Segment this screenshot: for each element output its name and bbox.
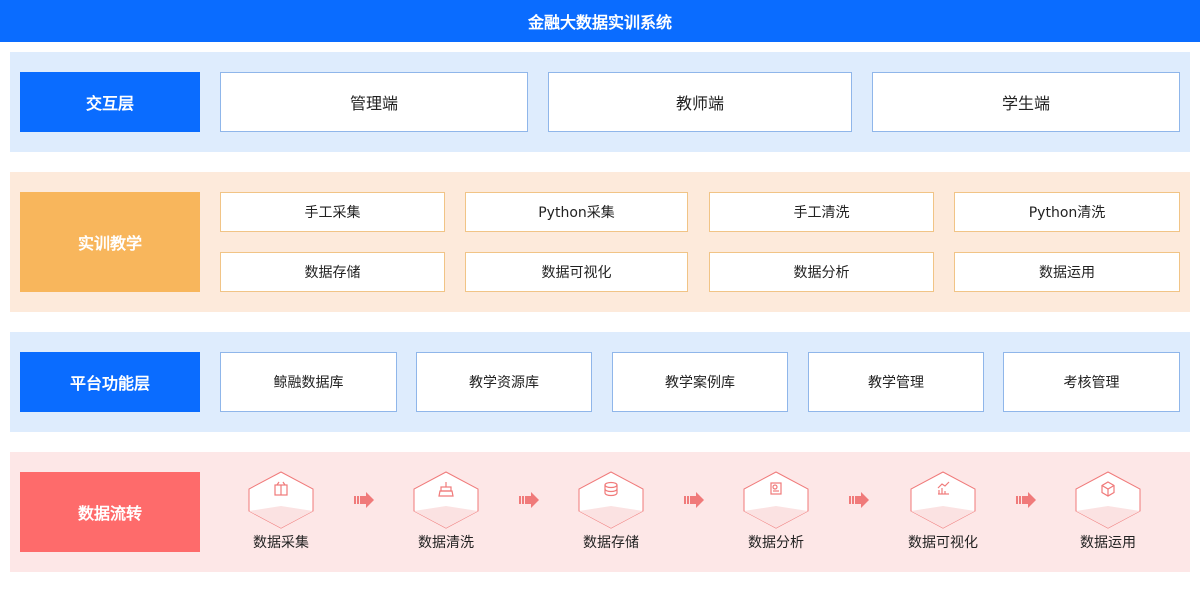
flow-step-label: 数据存储 — [583, 535, 639, 551]
arrow-right-icon — [1016, 492, 1036, 508]
flow-step-visualization[interactable]: 数据可视化 — [903, 470, 983, 552]
cube-icon — [1075, 471, 1141, 529]
platform-item-database[interactable]: 鲸融数据库 — [220, 352, 397, 412]
platform-item-resource-library[interactable]: 教学资源库 — [416, 352, 592, 412]
database-icon — [578, 471, 644, 529]
flow-step-label: 数据运用 — [1080, 535, 1136, 551]
box-icon — [248, 471, 314, 529]
platform-item-teaching-management[interactable]: 教学管理 — [808, 352, 984, 412]
training-item-python-clean[interactable]: Python清洗 — [954, 192, 1180, 232]
training-item-manual-collect[interactable]: 手工采集 — [220, 192, 445, 232]
broom-icon — [413, 471, 479, 529]
flow-step-storage[interactable]: 数据存储 — [571, 470, 651, 552]
interaction-layer-label: 交互层 — [20, 72, 200, 132]
flow-step-clean[interactable]: 数据清洗 — [406, 470, 486, 552]
training-item-python-collect[interactable]: Python采集 — [465, 192, 688, 232]
platform-item-case-library[interactable]: 教学案例库 — [612, 352, 788, 412]
training-item-data-storage[interactable]: 数据存储 — [220, 252, 445, 292]
dataflow-layer-label: 数据流转 — [20, 472, 200, 552]
arrow-right-icon — [519, 492, 539, 508]
arrow-right-icon — [684, 492, 704, 508]
chart-doc-icon — [743, 471, 809, 529]
flow-step-label: 数据清洗 — [418, 535, 474, 551]
training-item-data-application[interactable]: 数据运用 — [954, 252, 1180, 292]
flow-step-label: 数据分析 — [748, 535, 804, 551]
admin-portal-box[interactable]: 管理端 — [220, 72, 528, 132]
student-portal-box[interactable]: 学生端 — [872, 72, 1180, 132]
training-item-data-analysis[interactable]: 数据分析 — [709, 252, 934, 292]
training-item-data-visualization[interactable]: 数据可视化 — [465, 252, 688, 292]
platform-layer-label: 平台功能层 — [20, 352, 200, 412]
training-layer: 实训教学 手工采集 Python采集 手工清洗 Python清洗 数据存储 数据… — [10, 172, 1190, 312]
platform-item-assessment-management[interactable]: 考核管理 — [1003, 352, 1180, 412]
flow-step-analysis[interactable]: 数据分析 — [736, 470, 816, 552]
platform-layer: 平台功能层 鲸融数据库 教学资源库 教学案例库 教学管理 考核管理 — [10, 332, 1190, 432]
training-item-manual-clean[interactable]: 手工清洗 — [709, 192, 934, 232]
teacher-portal-box[interactable]: 教师端 — [548, 72, 852, 132]
arrow-right-icon — [354, 492, 374, 508]
flow-step-collect[interactable]: 数据采集 — [241, 470, 321, 552]
trend-chart-icon — [910, 471, 976, 529]
flow-step-label: 数据可视化 — [908, 535, 978, 551]
page-title: 金融大数据实训系统 — [0, 0, 1200, 42]
dataflow-layer: 数据流转 数据采集 数据清洗 — [10, 452, 1190, 572]
flow-step-application[interactable]: 数据运用 — [1068, 470, 1148, 552]
interaction-layer: 交互层 管理端 教师端 学生端 — [10, 52, 1190, 152]
flow-step-label: 数据采集 — [253, 535, 309, 551]
training-layer-label: 实训教学 — [20, 192, 200, 292]
arrow-right-icon — [849, 492, 869, 508]
